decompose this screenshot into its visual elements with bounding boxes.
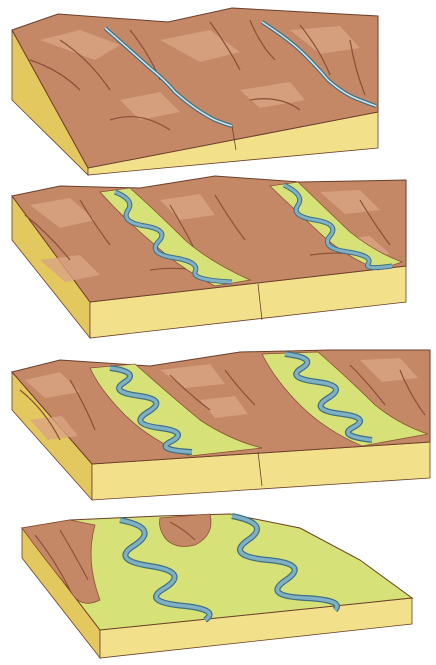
block-stage-1 (12, 8, 378, 175)
block-stage-2 (12, 176, 406, 338)
block-stage-4 (22, 514, 412, 658)
block-stage-3 (12, 350, 430, 500)
